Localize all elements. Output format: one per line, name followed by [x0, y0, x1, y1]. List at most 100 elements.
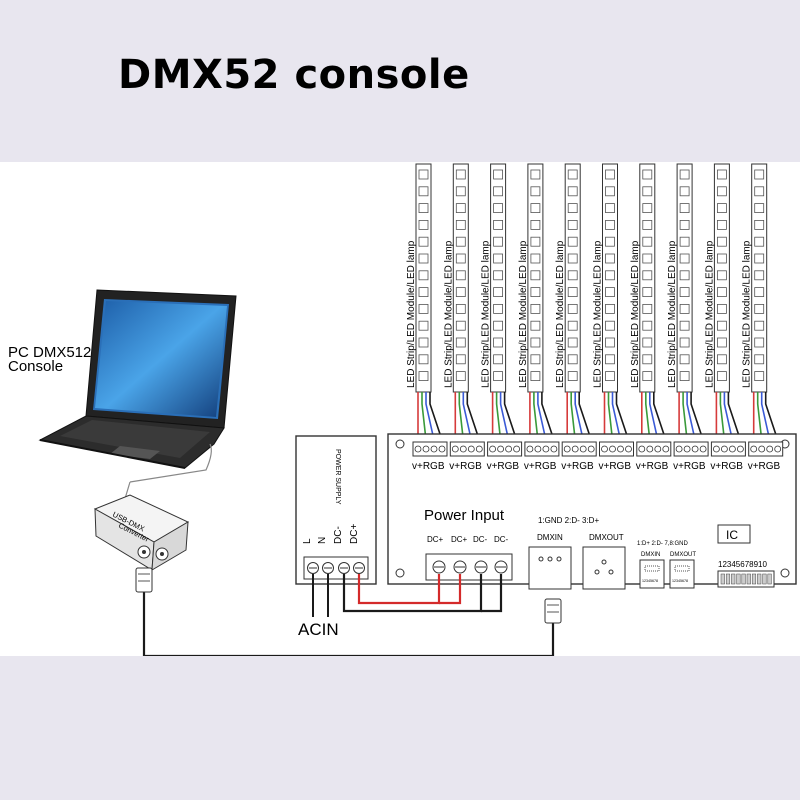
power-input-terminal-labels: DC+ DC+ DC- DC- — [427, 535, 509, 544]
power-terminal-label: DC- — [494, 535, 509, 544]
led-strip-label: LED Strip/LED Module/LED lamp — [406, 240, 417, 388]
rj45-pin-legend: 1:D+ 2:D- 7,8:GND — [637, 541, 689, 547]
led-chip — [642, 203, 653, 213]
led-chip — [605, 253, 615, 264]
led-chip — [679, 320, 690, 331]
led-strip-label: LED Strip/LED Module/LED lamp — [555, 240, 566, 388]
led-chip — [567, 287, 578, 297]
dmx-out-label: DMXOUT — [589, 533, 624, 542]
led-chip — [493, 236, 504, 247]
led-chip — [605, 186, 615, 197]
led-chip — [642, 270, 653, 281]
ic-label: IC — [726, 528, 738, 542]
output-label: v+RGB — [710, 461, 743, 472]
top-band — [0, 0, 800, 162]
led-chip — [455, 236, 466, 247]
led-chip — [567, 253, 578, 264]
led-chip — [455, 371, 466, 382]
led-chip — [717, 270, 727, 281]
led-chip — [642, 253, 653, 264]
led-chip — [717, 354, 727, 365]
led-chip — [530, 270, 541, 281]
led-chip — [493, 303, 504, 314]
output-terminal: v+RGB — [412, 441, 448, 472]
led-chip — [567, 354, 578, 365]
led-chip — [455, 186, 466, 197]
led-chip — [754, 320, 765, 331]
power-supply: POWER SUPPLY L N DC- DC+ ACIN — [295, 435, 377, 639]
output-label: v+RGB — [412, 461, 445, 472]
led-chip — [567, 270, 578, 281]
dip-switch-lever — [751, 573, 757, 585]
ac-input-wires — [312, 574, 329, 617]
led-chip — [717, 253, 727, 264]
led-chip — [493, 270, 504, 281]
led-strip: LED Strip/LED Module/LED lamp — [518, 163, 555, 441]
led-strip: LED Strip/LED Module/LED lamp — [555, 163, 592, 441]
led-chip — [717, 186, 727, 197]
power-terminal-label: DC- — [473, 535, 488, 544]
led-chip — [418, 371, 429, 382]
led-chip — [717, 371, 727, 382]
led-chip — [567, 303, 578, 314]
bottom-band — [0, 656, 800, 800]
led-chip — [679, 371, 690, 382]
led-chip — [642, 337, 653, 348]
rj45-in-label: DMXIN — [641, 552, 660, 558]
led-chip — [605, 371, 615, 382]
led-chip — [679, 253, 690, 264]
led-chip — [679, 186, 690, 197]
power-terminal-label: DC+ — [451, 535, 468, 544]
led-chip — [418, 354, 429, 365]
led-chip — [642, 303, 653, 314]
dip-switch-lever — [762, 573, 767, 585]
led-chip — [493, 253, 504, 264]
led-chip — [530, 236, 541, 247]
power-input-label: Power Input — [424, 507, 505, 524]
led-chip — [530, 371, 541, 382]
led-strip: LED Strip/LED Module/LED lamp — [593, 163, 630, 441]
power-supply-terminal-block — [303, 556, 369, 580]
dip-switch-lever — [741, 573, 746, 585]
led-chip — [567, 169, 578, 180]
output-label: v+RGB — [487, 461, 520, 472]
power-terminal-label: DC+ — [427, 535, 444, 544]
led-chip — [530, 337, 541, 348]
output-terminal: v+RGB — [561, 441, 597, 472]
xlr-pin-legend: 1:GND 2:D- 3:D+ — [538, 516, 599, 525]
laptop-pc — [38, 289, 237, 483]
led-chip — [530, 303, 541, 314]
ps-terminal-label: L — [302, 538, 313, 544]
led-strip-label: LED Strip/LED Module/LED lamp — [630, 240, 641, 388]
led-chip — [418, 236, 429, 247]
led-chip — [679, 236, 690, 247]
led-chip — [530, 320, 541, 331]
led-chip — [605, 169, 615, 180]
dmx-signal-cable — [142, 590, 555, 658]
led-chip — [605, 203, 615, 213]
led-chip — [754, 169, 765, 180]
led-chip — [530, 354, 541, 365]
led-chip — [418, 270, 429, 281]
xlr-plug — [544, 598, 562, 624]
led-chip — [679, 220, 690, 230]
led-chip — [754, 303, 765, 314]
dmx-in-connector — [528, 546, 572, 590]
led-strip-label: LED Strip/LED Module/LED lamp — [481, 240, 492, 388]
led-chip — [642, 320, 653, 331]
led-strip: LED Strip/LED Module/LED lamp — [704, 163, 742, 441]
led-chip — [455, 287, 466, 297]
led-chip — [605, 236, 615, 247]
led-chip — [679, 287, 690, 297]
dip-switch-lever — [736, 573, 741, 585]
led-chip — [605, 337, 615, 348]
led-chip — [418, 303, 429, 314]
output-terminal: v+RGB — [524, 441, 560, 472]
led-chip — [605, 270, 615, 281]
led-chip — [605, 220, 615, 230]
led-chip — [455, 169, 466, 180]
rj45-out-label: DMXOUT — [670, 552, 696, 558]
output-label: v+RGB — [561, 461, 594, 472]
